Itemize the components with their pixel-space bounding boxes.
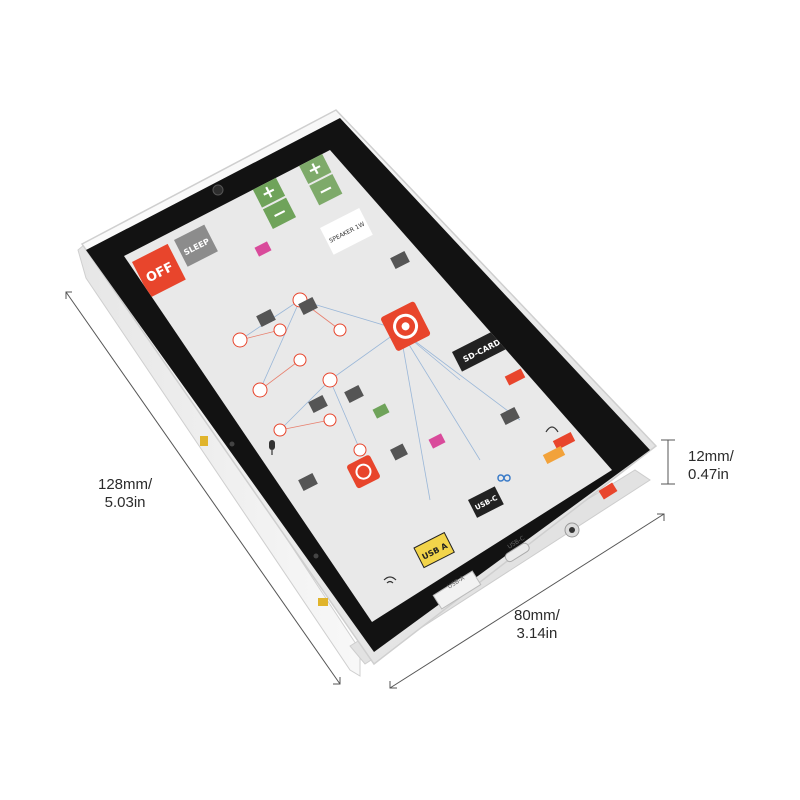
headset-icon: [545, 426, 559, 433]
infinity-icon: [497, 474, 511, 482]
depth-metric: 12mm/: [688, 448, 734, 465]
wifi-icon: [383, 576, 397, 584]
esp-chip-tile[interactable]: [380, 301, 431, 352]
mic-icon: [269, 440, 275, 455]
depth-dimension-label: 12mm/ 0.47in: [688, 448, 734, 484]
width-imperial: 3.14in: [516, 625, 558, 642]
depth-imperial: 0.47in: [688, 466, 729, 483]
diagram-lines: [239, 299, 521, 501]
bezel-dot-icon: [229, 441, 235, 447]
usb-c-tile[interactable]: USB-C: [468, 486, 504, 518]
height-metric: 128mm/: [98, 476, 153, 493]
side-button: [318, 598, 328, 606]
usb-a-tile[interactable]: USB A: [413, 531, 455, 569]
dimension-lines: [65, 291, 675, 689]
camera-icon: [212, 184, 224, 196]
diagram-nodes: [232, 292, 367, 457]
height-imperial: 5.03in: [104, 494, 146, 511]
width-metric: 80mm/: [514, 607, 560, 624]
esp-chip-small[interactable]: [346, 454, 381, 489]
speaker-tile[interactable]: SPEAKER 1W: [320, 208, 373, 255]
width-dimension-label: 80mm/ 3.14in: [514, 607, 560, 643]
off-tile[interactable]: OFF: [132, 243, 186, 298]
bezel-dot-icon: [313, 553, 319, 559]
sleep-tile[interactable]: SLEEP: [174, 224, 218, 267]
chip-tiles: [256, 251, 520, 491]
minus-button[interactable]: [262, 197, 297, 229]
audio-jack-inner-icon: [569, 527, 575, 533]
power-switch: [598, 482, 618, 500]
side-button: [200, 436, 208, 446]
screen-content: OFF SLEEP + − + − SD-CARD: [132, 152, 576, 584]
minus-button-2[interactable]: [309, 173, 343, 206]
height-dimension-label: 128mm/ 5.03in: [98, 476, 152, 512]
volume-tiles: + − + −: [252, 152, 343, 229]
badge-tiles: [254, 241, 576, 464]
